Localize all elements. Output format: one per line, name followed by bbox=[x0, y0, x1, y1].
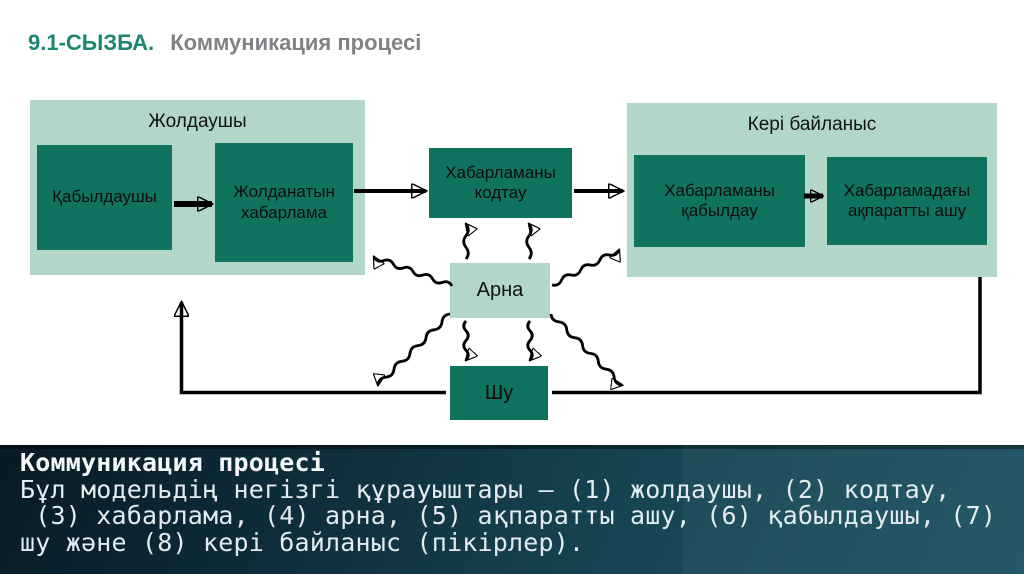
feedback-loop-arrow bbox=[182, 277, 982, 395]
message-box: Жолданатын хабарлама bbox=[215, 143, 353, 262]
wavy-arrow-down-right bbox=[549, 313, 622, 385]
feedback-group-label: Кері байланыс bbox=[747, 114, 877, 135]
sender-group-box: Жолдаушы Қабылдаушы Жолданатын хабарлама bbox=[30, 100, 365, 275]
wavy-arrow-up-2 bbox=[525, 224, 532, 260]
page-title: 9.1-СЫЗБА. Коммуникация процесі bbox=[28, 30, 421, 56]
sender-group-label: Жолдаушы bbox=[148, 111, 247, 132]
wavy-arrow-down-1 bbox=[462, 320, 469, 360]
wavy-arrow-down-2 bbox=[526, 320, 533, 360]
noise-box: Шу bbox=[450, 366, 548, 420]
channel-box: Арна bbox=[450, 263, 550, 318]
caption-line-3: шу және (8) кері байланыс (пікірлер). bbox=[20, 527, 585, 557]
feedback-group-box: Кері байланыс Хабарламаны қабылдау Хабар… bbox=[627, 103, 997, 277]
caption-line-2: (3) хабарлама, (4) арна, (5) ақпаратты а… bbox=[20, 501, 997, 530]
receiver-box: Қабылдаушы bbox=[37, 145, 172, 250]
figure-title: Коммуникация процесі bbox=[170, 30, 422, 55]
encode-message-box: Хабарламаны кодтау bbox=[429, 148, 572, 218]
receive-message-box: Хабарламаны қабылдау bbox=[634, 155, 805, 247]
caption-panel: Коммуникация процесі Бұл модельдің негіз… bbox=[0, 445, 1024, 574]
wavy-arrow-down-left bbox=[378, 312, 451, 385]
wavy-arrow-up-right bbox=[551, 250, 619, 287]
wavy-arrow-up-1 bbox=[462, 224, 469, 260]
wavy-arrow-up-left bbox=[372, 257, 454, 287]
caption-line-1: Бұл модельдің негізгі құрауыштары – (1) … bbox=[20, 474, 951, 504]
figure-number: 9.1-СЫЗБА. bbox=[28, 30, 155, 55]
decode-message-box: Хабарламадағы ақпаратты ашу bbox=[827, 157, 987, 245]
caption-heading: Коммуникация процесі bbox=[20, 448, 326, 477]
